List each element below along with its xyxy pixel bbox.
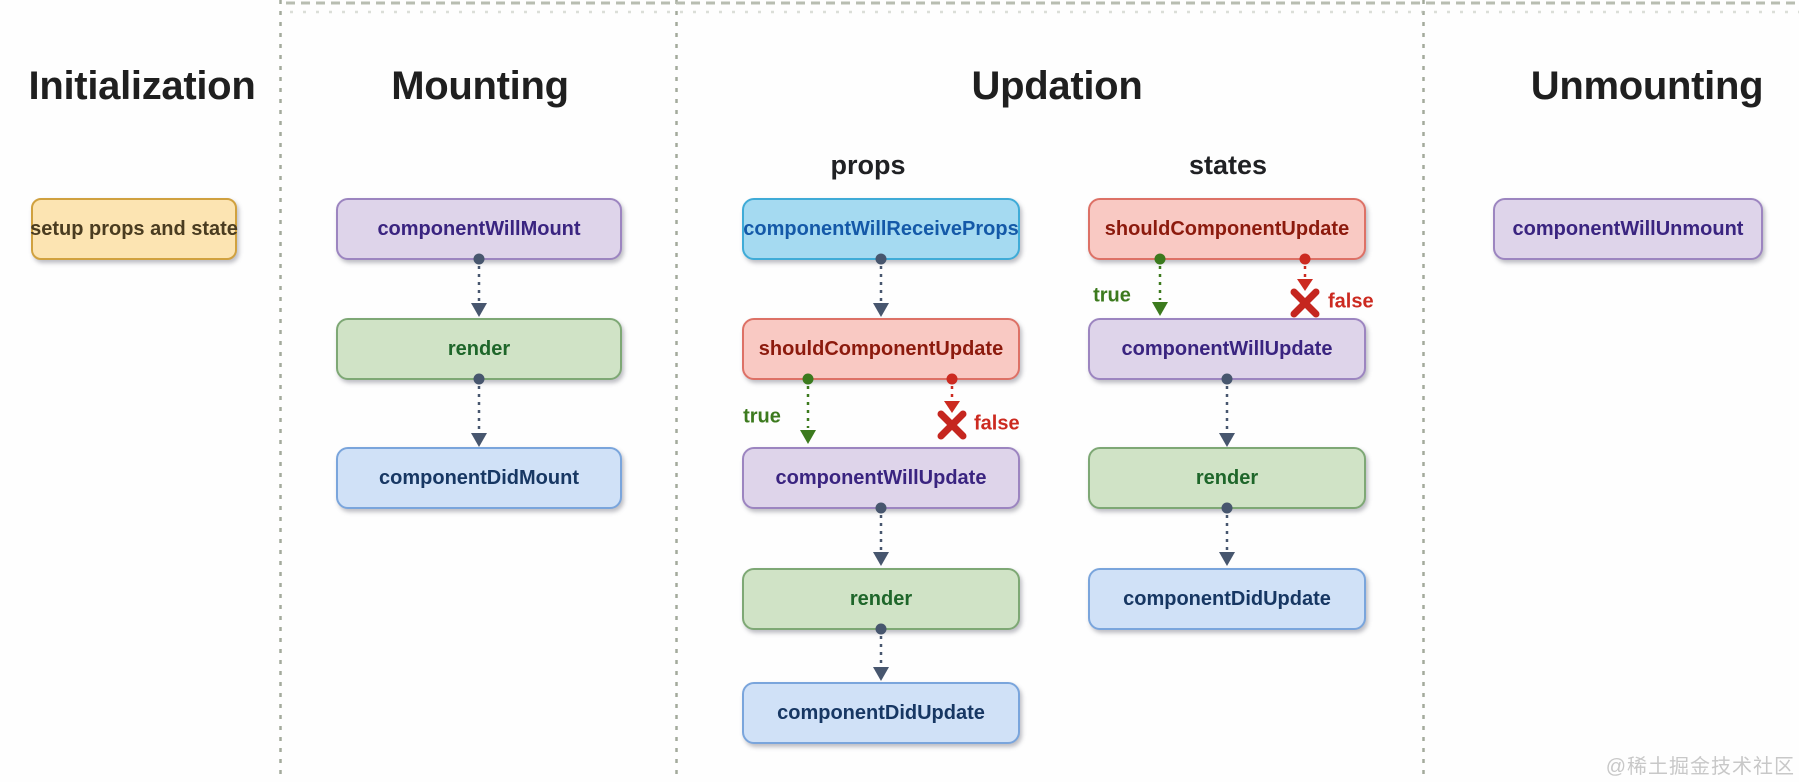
label-props-column: props [830, 150, 906, 180]
arrow-props-true-branch [800, 373, 816, 444]
x-mark-props-false [937, 410, 967, 440]
juejin-watermark: @稀土掘金技术社区 [1605, 756, 1795, 778]
title-mounting: Mounting [391, 64, 569, 108]
node-render-props: render [742, 568, 1020, 630]
arrow-props-render-to-didupdate [873, 623, 889, 681]
arrow-props-false-branch [937, 373, 967, 440]
label-true-states: true [1093, 284, 1131, 307]
node-component-will-mount: componentWillMount [336, 198, 622, 260]
arrow-receiveprops-to-shouldupdate [873, 253, 889, 317]
node-render-mounting: render [336, 318, 622, 380]
arrow-props-willupdate-to-render [873, 502, 889, 566]
title-initialization: Initialization [28, 64, 256, 108]
node-should-component-update-states: shouldComponentUpdate [1088, 198, 1366, 260]
arrow-states-render-to-didupdate [1219, 502, 1235, 566]
node-component-will-update-states: componentWillUpdate [1088, 318, 1366, 380]
label-false-props: false [974, 412, 1020, 435]
arrow-willmount-to-render [471, 253, 487, 317]
label-true-props: true [743, 405, 781, 428]
label-false-states: false [1328, 290, 1374, 313]
node-component-did-mount: componentDidMount [336, 447, 622, 509]
node-component-did-update-states: componentDidUpdate [1088, 568, 1366, 630]
node-component-will-update-props: componentWillUpdate [742, 447, 1020, 509]
x-mark-states-false [1290, 288, 1320, 318]
label-states-column: states [1188, 150, 1268, 180]
arrow-states-true-branch [1152, 253, 1168, 316]
node-component-did-update-props: componentDidUpdate [742, 682, 1020, 744]
title-updation: Updation [971, 64, 1143, 108]
arrow-states-willupdate-to-render [1219, 373, 1235, 447]
title-unmounting: Unmounting [1530, 64, 1764, 108]
arrow-states-false-branch [1290, 253, 1320, 318]
node-setup-props-and-state: setup props and state [30, 198, 238, 260]
node-render-states: render [1088, 447, 1366, 509]
arrow-render-to-didmount [471, 373, 487, 447]
node-component-will-receive-props: componentWillReceiveProps [742, 198, 1020, 260]
node-component-will-unmount: componentWillUnmount [1493, 198, 1763, 260]
node-should-component-update-props: shouldComponentUpdate [742, 318, 1020, 380]
